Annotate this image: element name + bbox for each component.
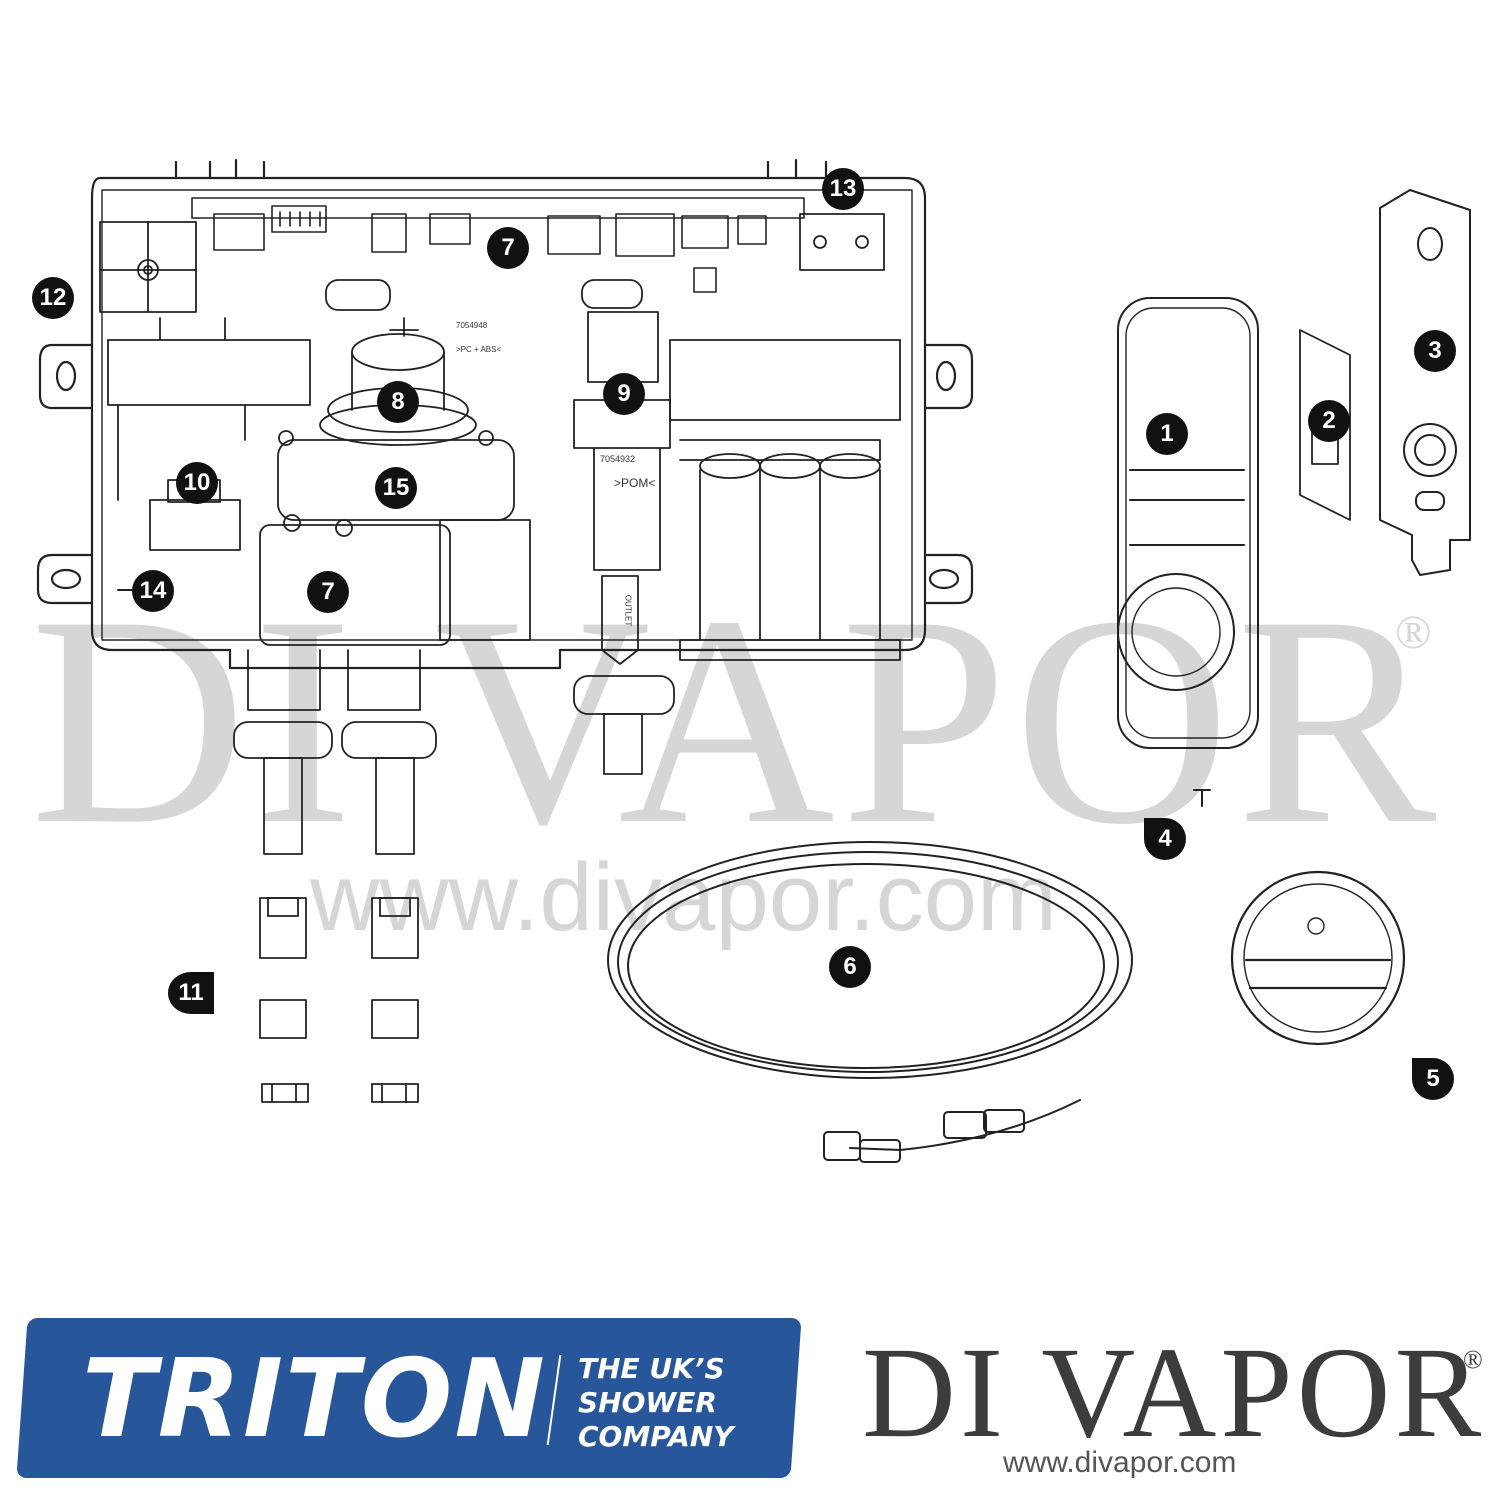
controller-1 bbox=[1117, 297, 1259, 749]
callout-5: 5 bbox=[1412, 1058, 1454, 1100]
triton-tagline-line-2: SHOWER bbox=[578, 1386, 717, 1419]
callout-8: 8 bbox=[377, 381, 419, 423]
callout-10: 10 bbox=[176, 462, 218, 504]
triton-tagline-line-3: COMPANY bbox=[578, 1420, 734, 1453]
heater-tanks bbox=[669, 339, 901, 661]
triton-logo-name: TRITON bbox=[82, 1337, 547, 1462]
screw-4 bbox=[1193, 789, 1211, 807]
right-terminal-block bbox=[799, 213, 885, 271]
callout-12: 12 bbox=[32, 277, 74, 319]
divapor-logo: DI VAPOR bbox=[862, 1321, 1486, 1465]
left-heater-block bbox=[107, 317, 311, 501]
divapor-registered-mark: ® bbox=[1463, 1345, 1483, 1374]
callout-14: 14 bbox=[132, 570, 174, 612]
valve-code-marking: 7054932 bbox=[600, 454, 636, 464]
callout-1: 1 bbox=[1146, 413, 1188, 455]
top-material-marking: >PC + ABS< bbox=[456, 345, 502, 354]
remote-5 bbox=[1230, 870, 1406, 1046]
callout-9: 9 bbox=[603, 373, 645, 415]
callout-7-top: 7 bbox=[487, 227, 529, 269]
inlet-clips-and-caps bbox=[259, 897, 419, 1103]
pcb-strip bbox=[191, 197, 805, 257]
callout-2: 2 bbox=[1308, 400, 1350, 442]
callout-4: 4 bbox=[1144, 818, 1186, 860]
top-code-marking: 7054948 bbox=[456, 321, 488, 330]
valve-body-15 bbox=[277, 430, 515, 521]
callout-15: 15 bbox=[375, 467, 417, 509]
outlet-marking: OUTLET bbox=[623, 594, 633, 627]
main-unit-housing bbox=[36, 158, 974, 670]
triton-tagline-line-1: THE UK’S bbox=[578, 1352, 725, 1385]
divapor-url: www.divapor.com bbox=[1003, 1446, 1237, 1479]
terminal-block bbox=[99, 221, 197, 313]
solenoid-valve-7-lower bbox=[259, 514, 531, 646]
callout-13: 13 bbox=[822, 168, 864, 210]
mounting-bracket-3 bbox=[1379, 189, 1471, 576]
inlet-pipes bbox=[233, 649, 437, 855]
material-marking: >POM< bbox=[614, 476, 656, 490]
callout-7-lower: 7 bbox=[307, 571, 349, 613]
triton-tagline: THE UK’S SHOWER COMPANY bbox=[578, 1352, 734, 1454]
callout-6: 6 bbox=[829, 946, 871, 988]
callout-3: 3 bbox=[1414, 330, 1456, 372]
data-cable-6 bbox=[607, 841, 1133, 1163]
callout-11: 11 bbox=[168, 972, 214, 1014]
